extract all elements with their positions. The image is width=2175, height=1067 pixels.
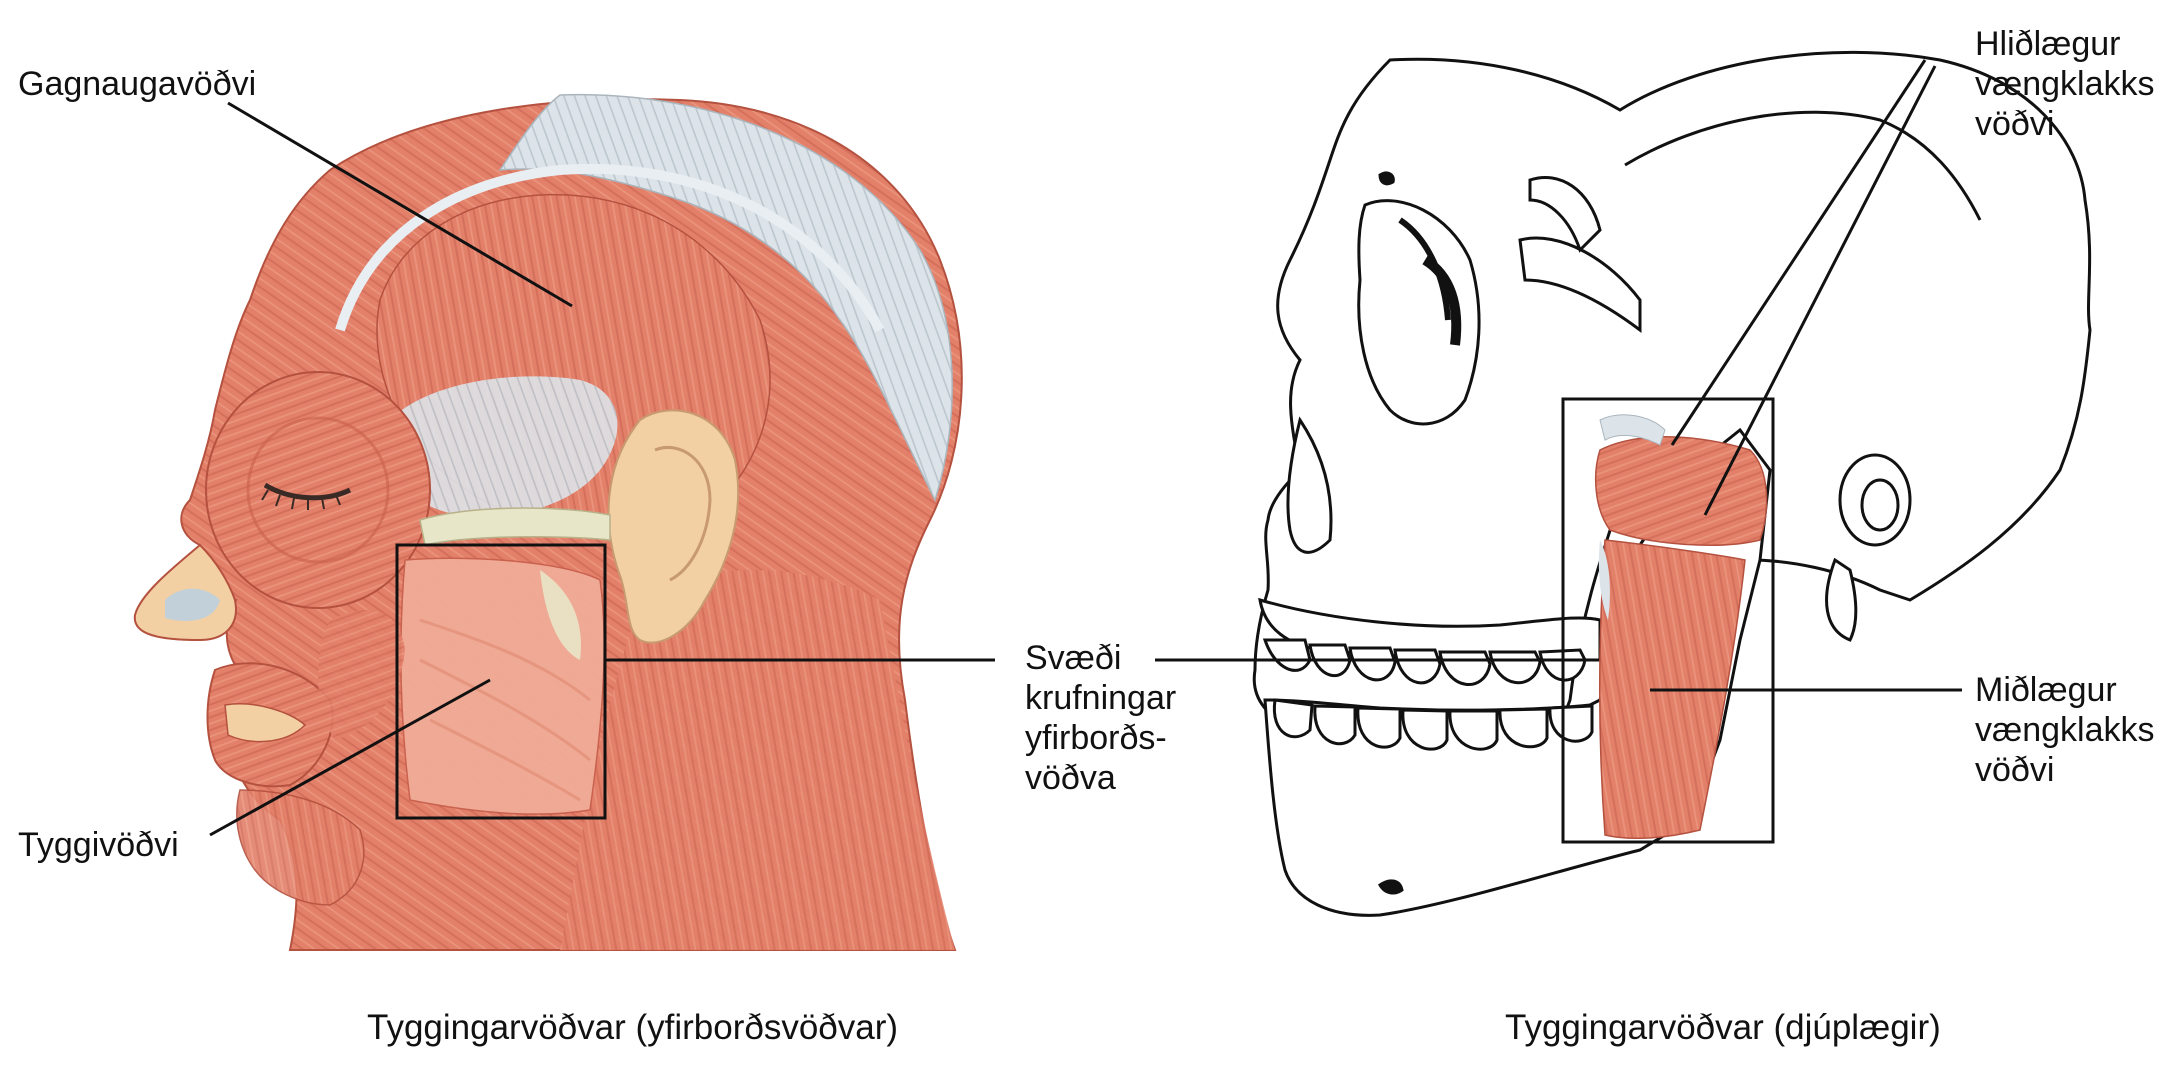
label-medial-pterygoid-line-1: Miðlægur	[1975, 671, 2117, 709]
deep-dissection-box	[1561, 397, 1775, 844]
lateral-pterygoid-leader-2	[1703, 65, 1937, 516]
lateral-pterygoid-muscle	[1594, 436, 1768, 546]
label-medial-pterygoid-line-2: vængklakks	[1975, 711, 2155, 749]
leader-lines	[209, 59, 1962, 837]
label-dissection-region-line-1: Svæði	[1025, 639, 1122, 677]
lateral-pterygoid-leader-1	[1670, 59, 1927, 446]
caption-deep: Tyggingarvöðvar (djúplægir)	[1505, 1008, 1941, 1047]
superficial-head-illustration	[133, 93, 963, 951]
label-lateral-pterygoid-line-1: Hliðlægur	[1975, 25, 2121, 63]
caption-superficial: Tyggingarvöðvar (yfirborðsvöðvar)	[367, 1008, 899, 1047]
label-dissection-region-line-2: krufningar	[1025, 679, 1177, 717]
label-temporalis: Gagnaugavöðvi	[18, 65, 257, 103]
masseter-leader	[209, 678, 491, 837]
label-masseter: Tyggivöðvi	[18, 826, 179, 864]
label-dissection-region-line-4: vöðva	[1025, 759, 1116, 797]
label-dissection-region-line-3: yfirborðs-	[1025, 719, 1167, 757]
superficial-dissection-box	[395, 543, 607, 820]
nasal-cavity	[1286, 416, 1333, 554]
ear	[607, 409, 740, 644]
label-lateral-pterygoid-line-3: vöðvi	[1975, 105, 2055, 143]
buccinator	[318, 610, 405, 740]
temporalis-tendon	[388, 376, 618, 517]
orbicularis-oculi	[205, 371, 431, 609]
label-dissection-region: Svæði krufningar yfirborðs- vöðva	[1025, 638, 1176, 798]
orbit	[1357, 199, 1481, 426]
zygomatic-arch-tendon	[419, 507, 611, 546]
temporal-fascia-line	[335, 164, 885, 333]
pterygoid-muscles	[1594, 414, 1768, 840]
neck-muscles	[560, 570, 955, 950]
ear-canal	[1838, 453, 1912, 547]
closed-eye	[263, 482, 352, 501]
label-lateral-pterygoid-line-2: vængklakks	[1975, 65, 2155, 103]
zygomatic-arch	[1518, 236, 1642, 333]
label-medial-pterygoid-line-3: vöðvi	[1975, 751, 2055, 789]
temporalis-leader	[227, 101, 573, 308]
label-lateral-pterygoid: Hliðlægur vængklakks vöðvi	[1975, 24, 2155, 144]
label-medial-pterygoid: Miðlægur vængklakks vöðvi	[1975, 670, 2155, 790]
lower-teeth	[1272, 698, 1594, 751]
chin-muscles	[236, 789, 365, 906]
